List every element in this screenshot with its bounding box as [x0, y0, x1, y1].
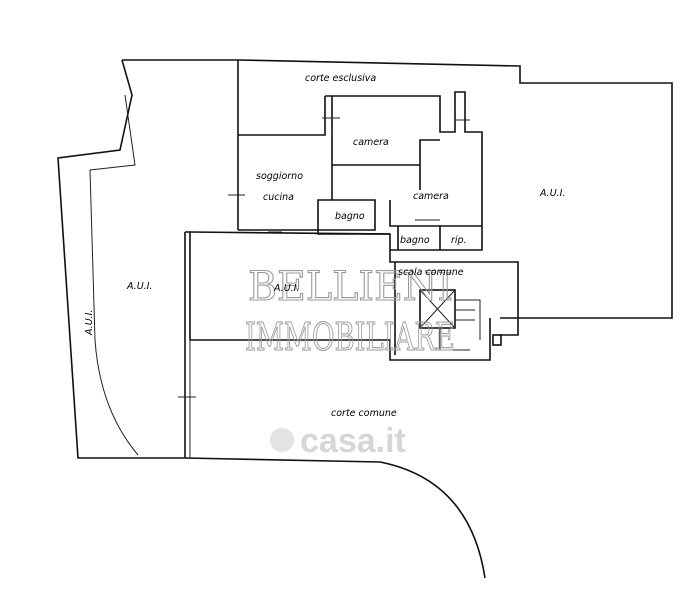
label-scala-comune: scala comune: [398, 267, 464, 278]
label-aui-right: A.U.I.: [539, 188, 566, 199]
casa-logo-icon: [270, 428, 294, 452]
label-corte-esclusiva: corte esclusiva: [305, 73, 376, 84]
bagno-left-walls: [317, 199, 376, 231]
label-aui-center: A.U.I.: [273, 283, 300, 294]
scala-comune-outline: [389, 250, 519, 355]
label-camera-top: camera: [353, 137, 389, 148]
label-aui-strip: A.U.I.: [84, 310, 95, 337]
left-strip-inner: [89, 94, 136, 171]
label-bagno-left: bagno: [335, 211, 365, 222]
camera-right-walls: [389, 165, 482, 227]
watermark-line1: BELLIENI: [248, 264, 453, 310]
label-aui-left: A.U.I.: [126, 281, 153, 292]
window-marks: [228, 117, 470, 233]
label-bagno-right: bagno: [400, 235, 430, 246]
bagno-right-walls: [397, 226, 441, 250]
label-soggiorno: soggiorno: [256, 171, 303, 182]
left-strip-boundary: [57, 59, 185, 459]
left-strip-curve: [89, 169, 139, 456]
camera-top-walls: [238, 96, 440, 166]
label-corte-comune: corte comune: [331, 408, 397, 419]
label-cucina: cucina: [263, 192, 294, 203]
watermark-line2: IMMOBILIARE: [245, 315, 455, 359]
watermark-casa: casa.it: [300, 422, 406, 460]
stair-cross: [419, 289, 456, 329]
stair-core: [419, 289, 456, 329]
label-camera-right: camera: [413, 191, 449, 202]
stair-flight: [439, 299, 481, 351]
label-rip: rip.: [451, 235, 467, 246]
aui-center-top: [189, 231, 391, 235]
corte-comune-boundary: [184, 457, 486, 579]
column: [492, 334, 502, 346]
